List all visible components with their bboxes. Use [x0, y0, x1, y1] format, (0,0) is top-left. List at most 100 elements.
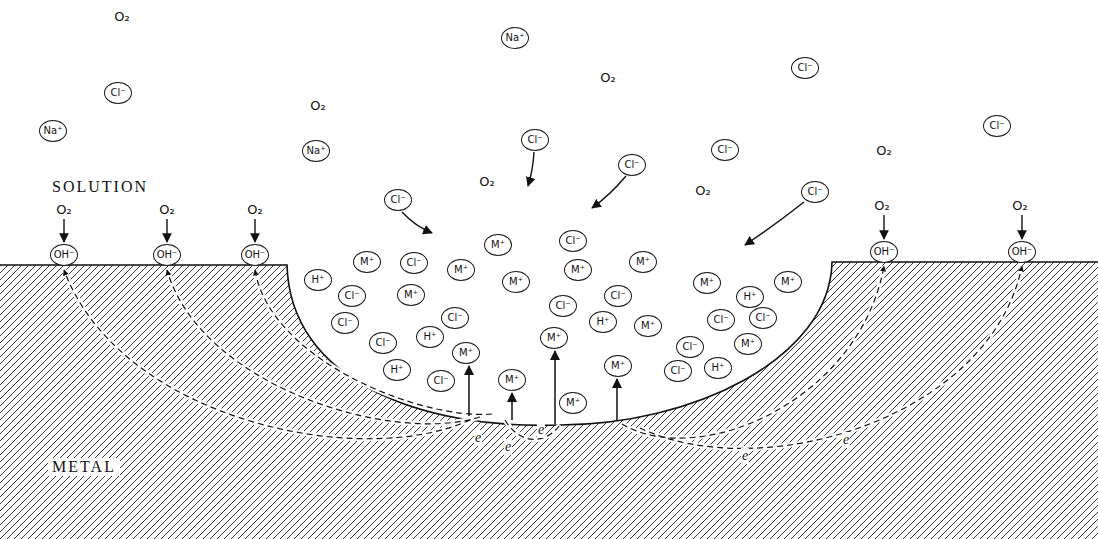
ion-circle: H⁺ — [589, 311, 617, 333]
ion-symbol: Cl⁻ — [433, 376, 448, 386]
dissolution-arrow — [468, 366, 470, 416]
ion-symbol: M⁺ — [404, 290, 418, 300]
ion-circle: Cl⁻ — [521, 129, 549, 151]
ion-symbol: Cl⁻ — [713, 315, 728, 325]
ion-circle: M⁺ — [604, 355, 632, 377]
electron-path — [640, 266, 1022, 448]
ion-circle: Cl⁻ — [664, 360, 692, 382]
ion-circle: M⁺ — [559, 392, 587, 414]
electron-path — [505, 420, 560, 439]
dissolution-arrow — [616, 379, 618, 421]
chloride-arrow — [402, 212, 432, 233]
oxygen-label: O₂ — [310, 98, 325, 113]
electron-path-halo — [505, 420, 560, 439]
ion-symbol: M⁺ — [700, 278, 714, 288]
ion-circle: Cl⁻ — [104, 82, 132, 104]
ion-circle: OH⁻ — [870, 241, 898, 263]
metal-surface — [0, 262, 1098, 425]
electron-path-halo — [64, 270, 470, 439]
ion-symbol: M⁺ — [509, 277, 523, 287]
ion-circle: M⁺ — [540, 327, 568, 349]
ion-symbol: OH⁻ — [1012, 247, 1033, 257]
electron-label: e — [842, 432, 850, 448]
electron-label: e — [741, 448, 749, 464]
electron-label: e — [537, 422, 545, 438]
oxygen-label: O₂ — [56, 202, 71, 217]
dissolution-arrows — [469, 351, 617, 424]
ion-circle: OH⁻ — [50, 244, 78, 266]
ion-symbol: H⁺ — [312, 275, 325, 285]
dissolution-arrow — [511, 393, 513, 420]
ion-circle: Cl⁻ — [676, 336, 704, 358]
electron-path-halo — [622, 266, 884, 438]
ion-circle: Cl⁻ — [711, 139, 739, 161]
ion-circle: Cl⁻ — [983, 115, 1011, 137]
ion-circle: M⁺ — [447, 259, 475, 281]
ion-symbol: OH⁻ — [54, 250, 75, 260]
oxygen-label: O₂ — [247, 202, 262, 217]
ion-circle: M⁺ — [774, 271, 802, 293]
electron-path — [64, 270, 470, 439]
electron-path — [167, 270, 480, 424]
oxygen-label: O₂ — [159, 202, 174, 217]
ion-circle: OH⁻ — [153, 244, 181, 266]
ion-circle: M⁺ — [634, 315, 662, 337]
ion-symbol: Cl⁻ — [807, 187, 822, 197]
ion-circle: H⁺ — [736, 286, 764, 308]
ion-circle: Na⁺ — [39, 120, 67, 142]
ion-circle: H⁺ — [304, 269, 332, 291]
ion-symbol: OH⁻ — [245, 250, 266, 260]
ion-circle: M⁺ — [452, 342, 480, 364]
ion-circle: M⁺ — [564, 259, 592, 281]
ion-symbol: Cl⁻ — [344, 291, 359, 301]
electron-path-halos — [64, 266, 1022, 448]
ion-symbol: M⁺ — [611, 361, 625, 371]
ion-symbol: M⁺ — [360, 257, 374, 267]
ion-circle: H⁺ — [704, 357, 732, 379]
oxygen-arrow — [166, 219, 167, 242]
ion-symbol: Cl⁻ — [565, 236, 580, 246]
ion-symbol: OH⁻ — [157, 250, 178, 260]
ion-symbol: H⁺ — [391, 365, 404, 375]
ion-circle: Cl⁻ — [400, 252, 428, 274]
ion-circle: M⁺ — [693, 272, 721, 294]
ion-circle: Cl⁻ — [707, 309, 735, 331]
ion-symbol: Cl⁻ — [110, 88, 125, 98]
oxygen-arrow — [63, 219, 64, 242]
electron-paths — [64, 266, 1022, 448]
region-label: SOLUTION — [52, 178, 148, 196]
ion-circle: Na⁺ — [302, 140, 330, 162]
ion-circle: M⁺ — [498, 369, 526, 391]
oxygen-label: O₂ — [600, 70, 615, 85]
chloride-arrows — [402, 152, 804, 245]
ion-symbol: Na⁺ — [506, 33, 525, 43]
ion-circle: Cl⁻ — [618, 154, 646, 176]
oxygen-label: O₂ — [1012, 198, 1027, 213]
ion-circle: M⁺ — [502, 271, 530, 293]
ion-symbol: H⁺ — [597, 317, 610, 327]
metal-body — [0, 262, 1098, 539]
ion-symbol: M⁺ — [505, 375, 519, 385]
ion-symbol: Cl⁻ — [717, 145, 732, 155]
oxygen-arrow — [1021, 215, 1022, 239]
ion-symbol: M⁺ — [454, 265, 468, 275]
oxygen-label: O₂ — [695, 183, 710, 198]
ion-symbol: Cl⁻ — [375, 338, 390, 348]
ion-circle: Cl⁻ — [427, 370, 455, 392]
ion-symbol: OH⁻ — [874, 247, 895, 257]
ion-symbol: M⁺ — [566, 398, 580, 408]
ion-symbol: M⁺ — [641, 321, 655, 331]
oxygen-label: O₂ — [874, 198, 889, 213]
ion-symbol: Cl⁻ — [406, 258, 421, 268]
oxygen-arrow — [883, 215, 884, 239]
ion-symbol: M⁺ — [571, 265, 585, 275]
electron-path — [622, 266, 884, 438]
ion-circle: M⁺ — [353, 251, 381, 273]
ion-symbol: Cl⁻ — [682, 342, 697, 352]
ion-symbol: H⁺ — [424, 332, 437, 342]
ion-symbol: H⁺ — [744, 292, 757, 302]
ion-circle: Cl⁻ — [801, 181, 829, 203]
ion-circle: M⁺ — [629, 251, 657, 273]
ion-circle: M⁺ — [484, 234, 512, 256]
